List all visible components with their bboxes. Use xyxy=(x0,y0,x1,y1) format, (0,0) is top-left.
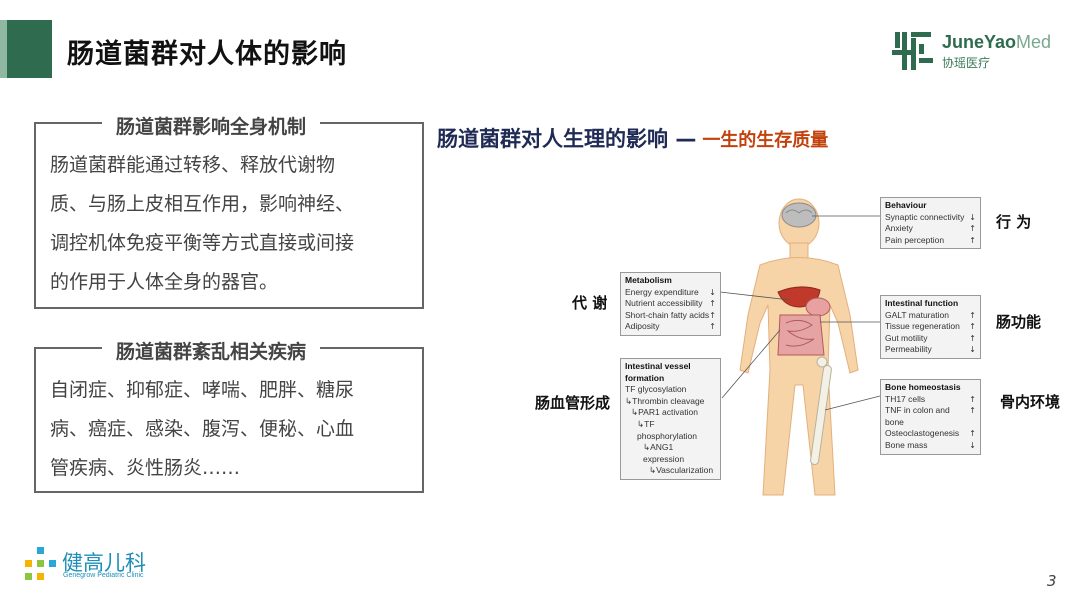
vessel-row: TF glycosylation xyxy=(625,384,687,395)
vessel-row: ↳TF phosphorylation xyxy=(637,418,698,441)
mechanism-line: 肠道菌群能通过转移、释放代谢物 xyxy=(50,154,336,176)
intestinal-row: Gut motility↑ xyxy=(885,332,976,343)
metabolism-panel: Metabolism Energy expenditure↓ Nutrient … xyxy=(620,272,721,336)
behaviour-heading: Behaviour xyxy=(885,200,927,210)
genegrow-logo-name: 健高儿科 xyxy=(62,551,146,575)
juneyao-logo-cn: 协瑶医疗 xyxy=(942,56,991,70)
human-body-illustration xyxy=(739,198,859,496)
mechanism-line: 调控机体免疫平衡等方式直接或间接 xyxy=(50,232,355,254)
bone-row: TH17 cells↑ xyxy=(885,393,976,404)
metabolism-row: Short-chain fatty acids↑ xyxy=(625,309,716,320)
mechanism-line: 质、与肠上皮相互作用，影响神经、 xyxy=(50,193,355,215)
intestinal-row: GALT maturation↑ xyxy=(885,309,976,320)
disease-box: 肠道菌群紊乱相关疾病 自闭症、抑郁症、哮喘、肥胖、糖尿 病、癌症、感染、腹泻、便… xyxy=(34,337,424,493)
intestine-icon xyxy=(777,314,825,356)
vessel-row: ↳Vascularization xyxy=(649,465,714,476)
femur-bone-icon xyxy=(810,356,832,466)
vessel-panel: Intestinal vessel formation TF glycosyla… xyxy=(620,358,721,480)
intestinal-heading: Intestinal function xyxy=(885,298,959,308)
page-title: 肠道菌群对人体的影响 xyxy=(67,39,347,70)
disease-line: 自闭症、抑郁症、哮喘、肥胖、糖尿 xyxy=(50,379,355,401)
intestinal-row: Permeability↓ xyxy=(885,344,976,355)
mechanism-line: 的作用于人体全身的器官。 xyxy=(50,271,279,293)
mechanism-box-heading: 肠道菌群影响全身机制 xyxy=(102,112,321,139)
label-metabolism: 代 谢 xyxy=(572,294,608,312)
bone-row: Bone mass↓ xyxy=(885,439,976,450)
behaviour-row: Synaptic connectivity↓ xyxy=(885,211,976,222)
label-intestinal: 肠功能 xyxy=(996,313,1042,331)
mechanism-box: 肠道菌群影响全身机制 肠道菌群能通过转移、释放代谢物 质、与肠上皮相互作用，影响… xyxy=(34,112,424,309)
figure-title-dash: — xyxy=(675,127,697,151)
title-accent-stripe xyxy=(0,20,7,78)
intestinal-row: Tissue regeneration↑ xyxy=(885,321,976,332)
juneyao-logo: JuneYaoMed 协瑶医疗 xyxy=(890,28,1060,74)
behaviour-row: Pain perception↑ xyxy=(885,234,976,245)
figure-title-main: 肠道菌群对人生理的影响 xyxy=(437,127,668,151)
figure-title: 肠道菌群对人生理的影响 —一生的生存质量 xyxy=(437,123,828,153)
genegrow-logo: 健高儿科 Genegrow Pediatric Clinic xyxy=(25,547,146,585)
disease-box-heading: 肠道菌群紊乱相关疾病 xyxy=(102,337,321,364)
figure-title-accent: 一生的生存质量 xyxy=(702,130,829,151)
juneyao-logo-wordmark: JuneYaoMed xyxy=(942,32,1052,52)
metabolism-row: Energy expenditure↓ xyxy=(625,286,716,297)
bone-row: TNF in colon and bone↑ xyxy=(885,405,976,427)
metabolism-heading: Metabolism xyxy=(625,275,672,285)
mechanism-box-text: 肠道菌群能通过转移、释放代谢物 质、与肠上皮相互作用，影响神经、 调控机体免疫平… xyxy=(50,146,410,302)
vessel-heading: Intestinal vessel xyxy=(625,361,691,371)
disease-box-text: 自闭症、抑郁症、哮喘、肥胖、糖尿 病、癌症、感染、腹泻、便秘、心血 管疾病、炎性… xyxy=(50,371,410,488)
label-behaviour: 行 为 xyxy=(996,213,1032,231)
genegrow-logo-mark-icon xyxy=(25,547,56,580)
title-accent-bar xyxy=(0,20,52,78)
disease-line: 病、癌症、感染、腹泻、便秘、心血 xyxy=(50,418,355,440)
vessel-row: ↳ANG1 expression xyxy=(643,442,685,464)
juneyao-logo-mark-icon xyxy=(892,32,933,70)
intestinal-panel: Intestinal function GALT maturation↑ Tis… xyxy=(880,295,981,359)
vessel-heading: formation xyxy=(625,372,665,383)
label-bone: 骨内环境 xyxy=(1000,393,1061,411)
brain-icon xyxy=(781,202,817,228)
genegrow-logo-sub: Genegrow Pediatric Clinic xyxy=(63,572,144,579)
disease-line: 管疾病、炎性肠炎…… xyxy=(50,457,241,479)
vessel-row: ↳Thrombin cleavage xyxy=(625,395,705,406)
bone-row: Osteoclastogenesis↑ xyxy=(885,428,976,439)
metabolism-row: Nutrient accessibility↑ xyxy=(625,298,716,309)
behaviour-row: Anxiety↑ xyxy=(885,223,976,234)
metabolism-row: Adiposity↑ xyxy=(625,321,716,332)
label-vessel: 肠血管形成 xyxy=(535,394,611,412)
vessel-row: ↳PAR1 activation xyxy=(631,407,698,418)
page-number: 3 xyxy=(1047,572,1057,590)
behaviour-panel: Behaviour Synaptic connectivity↓ Anxiety… xyxy=(880,197,981,250)
bone-heading: Bone homeostasis xyxy=(885,382,961,392)
bone-panel: Bone homeostasis TH17 cells↑ TNF in colo… xyxy=(880,379,981,455)
